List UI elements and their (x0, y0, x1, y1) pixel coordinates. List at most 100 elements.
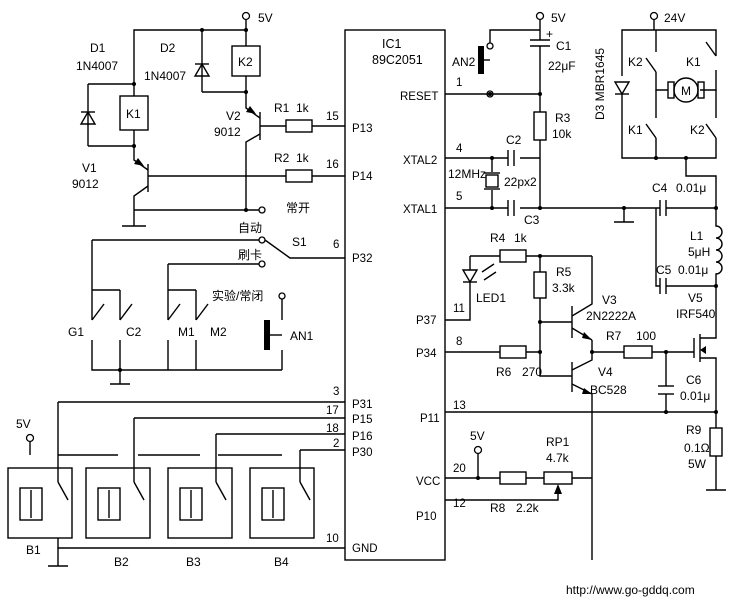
r9-ref: R9 (686, 423, 702, 437)
vcc-supply-label: 5V (470, 429, 485, 443)
sensor-b3-label: B3 (186, 555, 201, 569)
diode-d1 (79, 110, 97, 125)
c4-ref: C4 (652, 181, 668, 195)
v5-value: IRF540 (676, 307, 716, 321)
r5-ref: R5 (556, 265, 572, 279)
an2-ref: AN2 (452, 55, 476, 69)
r1-ref: R1 (274, 101, 290, 115)
motor-supply-label: 24V (664, 11, 685, 25)
pin-p11-label: P11 (420, 413, 440, 425)
crystal-freq: 12MHz (448, 167, 486, 181)
c4-value: 0.01μ (676, 181, 706, 195)
motor-symbol: M (681, 84, 691, 98)
s1-pos-no-label: 常开 (286, 201, 310, 215)
pin-number: 6 (333, 239, 339, 251)
s1-pos-card-label: 刷卡 (238, 248, 262, 262)
resistor-r9 (709, 427, 723, 457)
r9-value: 0.1Ω (684, 441, 710, 455)
pin-number: 17 (326, 405, 339, 417)
sensor-b1-label: B1 (26, 543, 41, 557)
v2-value: 9012 (214, 125, 241, 139)
footer-url: http://www.go-gddq.com (566, 583, 695, 597)
r2-ref: R2 (274, 151, 290, 165)
pin-gnd-label: GND (352, 543, 378, 555)
k1-contact-label-2: K1 (628, 123, 643, 137)
c5-value: 0.01μ (678, 263, 708, 277)
an1-label: 实验/常闭 (212, 288, 263, 303)
c1-value: 22μF (548, 59, 576, 73)
r8-value: 2.2k (516, 501, 540, 515)
an1-ref: AN1 (290, 329, 314, 343)
s1-pos-auto-label: 自动 (238, 221, 262, 235)
pin-xtal1-label: XTAL1 (403, 204, 437, 216)
pin-p31-label: P31 (352, 399, 372, 411)
v2-ref: V2 (226, 109, 241, 123)
pin-p10-label: P10 (416, 511, 436, 523)
pin-number: 1 (456, 77, 462, 89)
v1-value: 9012 (72, 177, 99, 191)
r5-value: 3.3k (552, 281, 576, 295)
pin-number: 13 (453, 400, 466, 412)
k2-contact-label-1: K2 (628, 55, 643, 69)
ic1-chip: IC1 89C2051 P13 P14 P32 P31 P15 P16 P30 … (326, 29, 466, 561)
d1-value: 1N4007 (76, 59, 118, 73)
resistor-r6 (499, 345, 527, 359)
switch-s1: 自动 刷卡 S1 (92, 206, 345, 268)
reset-crystal-section: 5V AN2 + C1 22μF R3 10k C2 12MHz 22px2 (445, 11, 634, 227)
sensor-b4-label: B4 (274, 555, 289, 569)
k2-coil-label: K2 (238, 55, 253, 69)
d2-value: 1N4007 (144, 69, 186, 83)
v1-ref: V1 (82, 161, 97, 175)
ic1-ref: IC1 (382, 37, 402, 51)
led1 (461, 269, 479, 284)
led1-ref: LED1 (476, 291, 506, 305)
resistor-r3 (533, 111, 547, 141)
motor-section: 24V D3 MBR1645 K2 K1 M K1 K2 C4 0.01μ (593, 11, 723, 414)
supply-terminal (241, 11, 251, 21)
driver-section: R4 1k LED1 R5 3.3k V3 2N2222A R6 270 V4 (445, 231, 726, 560)
sensor-section: 5V B1 B2 B3 B4 (7, 401, 345, 569)
pin-number: 2 (333, 438, 339, 450)
rp1-ref: RP1 (546, 435, 570, 449)
r6-value: 270 (522, 365, 542, 379)
l1-value: 5μH (688, 245, 710, 259)
r7-ref: R7 (606, 329, 622, 343)
v5-ref: V5 (688, 291, 703, 305)
rp1-value: 4.7k (546, 451, 570, 465)
diode-d2 (193, 62, 211, 77)
c3-ref: C3 (524, 213, 540, 227)
resistor-r8 (499, 471, 527, 485)
resistor-r1 (285, 119, 313, 133)
pin-number: 10 (326, 533, 339, 545)
r3-value: 10k (552, 127, 572, 141)
pin-p34-label: P34 (416, 348, 437, 360)
r7-value: 100 (636, 329, 656, 343)
sensor-supply-label: 5V (16, 417, 31, 431)
pin-number: 16 (326, 159, 339, 171)
resistor-r2 (285, 169, 313, 183)
pin-number: 4 (456, 143, 463, 155)
switch-g1-label: G1 (68, 325, 84, 339)
d1-ref: D1 (90, 41, 106, 55)
relay-k1-coil (119, 95, 149, 131)
k2-contact-label-2: K2 (690, 123, 705, 137)
ic1-part: 89C2051 (372, 53, 423, 67)
crystal (485, 174, 499, 188)
pin-p14-label: P14 (352, 171, 373, 183)
pin-number: 15 (326, 111, 339, 123)
sensor-b4 (249, 467, 315, 539)
k1-coil-label: K1 (126, 107, 141, 121)
c2-ref: C2 (506, 133, 522, 147)
v4-ref: V4 (598, 365, 613, 379)
relay-driver-section: 5V K2 D2 1N4007 V2 9012 R1 1k K1 D1 1N40… (72, 11, 345, 227)
potentiometer-rp1 (543, 471, 573, 485)
resistor-r5 (533, 271, 547, 299)
sensor-b3 (167, 467, 233, 539)
pin-p16-label: P16 (352, 431, 372, 443)
k1-contact-label-1: K1 (686, 55, 701, 69)
pin-xtal2-label: XTAL2 (403, 155, 437, 167)
sensor-b2 (85, 467, 151, 539)
v4-value: BC528 (590, 383, 627, 397)
pin-p13-label: P13 (352, 123, 372, 135)
